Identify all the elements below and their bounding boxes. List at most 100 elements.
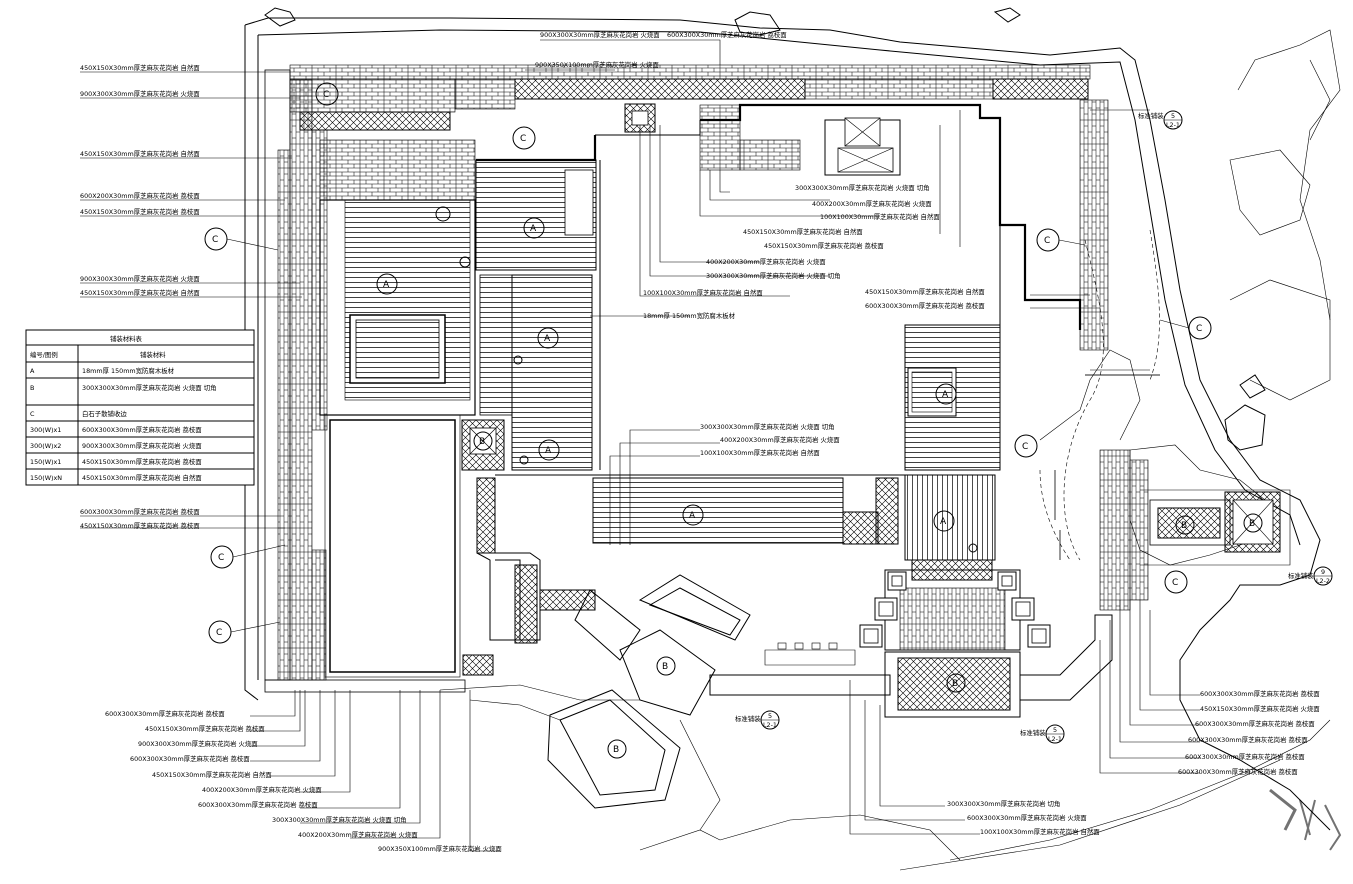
callout-label: 900X300X30mm厚芝麻灰花岗岩 火烧面: [80, 274, 200, 283]
legend-code: 150(W)x1: [30, 458, 61, 466]
callout-label: 450X150X30mm厚芝麻灰花岗岩 自然面: [80, 63, 200, 72]
legend-header: 编号/图例: [30, 350, 58, 359]
svg-text:9: 9: [1321, 568, 1325, 576]
legend-code: 300(W)x2: [30, 442, 61, 450]
svg-text:A: A: [530, 224, 537, 234]
callout-label: 600X300X30mm厚芝麻灰花岗岩 荔枝面: [667, 30, 787, 39]
marker-a: A: [537, 327, 559, 349]
marker-c: C: [1188, 316, 1212, 340]
callout-label: 450X150X30mm厚芝麻灰花岗岩 荔枝面: [80, 521, 200, 530]
marker-b: B: [656, 656, 676, 676]
callout-label: 900X350X100mm厚芝麻灰花岗岩 火烧面: [378, 844, 502, 853]
callout-label: 900X300X30mm厚芝麻灰花岗岩 火烧面: [80, 89, 200, 98]
callout-label: 100X100X30mm厚芝麻灰花岗岩 自然面: [700, 448, 820, 457]
watermark-mark: [1269, 788, 1342, 851]
detail-tag: 标准铺装 5 L2-1: [1138, 110, 1183, 130]
svg-text:A: A: [689, 511, 696, 521]
legend-code: A: [30, 367, 35, 375]
callout-label: 600X300X30mm厚芝麻灰花岗岩 荔枝面: [198, 800, 318, 809]
marker-c: C: [208, 620, 232, 644]
callout-label: 600X300X30mm厚芝麻灰花岗岩 荔枝面: [1188, 735, 1308, 744]
callout-label: 400X200X30mm厚芝麻灰花岗岩 火烧面: [298, 830, 418, 839]
marker-b: B: [1175, 515, 1195, 535]
callout-label: 400X200X30mm厚芝麻灰花岗岩 火烧面: [202, 785, 322, 794]
legend-code: C: [30, 410, 35, 418]
legend-material: 18mm厚 150mm宽防腐木板材: [82, 366, 175, 375]
svg-text:A: A: [940, 517, 947, 527]
legend-material: 600X300X30mm厚芝麻灰花岗岩 荔枝面: [82, 425, 202, 434]
marker-a: A: [523, 217, 545, 239]
south-pavilions: [439, 574, 751, 831]
callout-label: 600X200X30mm厚芝麻灰花岗岩 荔枝面: [80, 191, 200, 200]
north-paving-band: [289, 64, 1091, 133]
marker-c: C: [1014, 434, 1038, 458]
callout-label: 400X200X30mm厚芝麻灰花岗岩 火烧面: [812, 199, 932, 208]
central-deck: [461, 159, 597, 471]
svg-text:B: B: [1181, 521, 1187, 531]
marker-c: C: [315, 82, 339, 106]
callout-label: 600X300X30mm厚芝麻灰花岗岩 荔枝面: [130, 754, 250, 763]
callout-label: 300X300X30mm厚芝麻灰花岗岩 切角: [947, 799, 1060, 808]
svg-text:标准铺装: 标准铺装: [735, 714, 761, 723]
marker-b: B: [607, 739, 627, 759]
callout-label: 450X150X30mm厚芝麻灰花岗岩 荔枝面: [764, 241, 884, 250]
svg-text:A: A: [383, 280, 390, 290]
marker-c: C: [1036, 228, 1060, 252]
svg-text:L2-2: L2-2: [1316, 577, 1330, 585]
svg-text:标准铺装: 标准铺装: [1288, 571, 1314, 580]
dashed-lines: [1039, 229, 1160, 561]
east-path: [1019, 99, 1291, 701]
legend-material: 900X300X30mm厚芝麻灰花岗岩 火烧面: [82, 441, 202, 450]
svg-text:C: C: [1022, 442, 1028, 452]
c-markers: C C C C C C C C C: [204, 82, 1212, 644]
svg-text:B: B: [662, 662, 668, 672]
marker-b: B: [473, 431, 493, 451]
callout-label: 450X150X30mm厚芝麻灰花岗岩 自然面: [743, 227, 863, 236]
svg-text:B: B: [1249, 519, 1255, 529]
marker-a: A: [682, 504, 704, 526]
svg-text:C: C: [520, 134, 526, 144]
callout-label: 450X150X30mm厚芝麻灰花岗岩 火烧面: [1200, 704, 1320, 713]
marker-c: C: [1164, 570, 1188, 594]
marker-b: B: [946, 673, 966, 693]
callout-label: 18mm厚 150mm宽防腐木板材: [643, 311, 736, 320]
callout-labels: 900X300X30mm厚芝麻灰花岗岩 火烧面 600X300X30mm厚芝麻灰…: [80, 30, 1320, 853]
svg-text:L2-1: L2-1: [1166, 121, 1180, 129]
northwest-deck: [319, 139, 476, 678]
east-deck: [592, 324, 1001, 561]
callout-label: 300X300X30mm厚芝麻灰花岗岩 火烧面 切角: [272, 815, 406, 824]
west-paving-band: [264, 69, 466, 693]
legend-table: 铺装材料表 编号/图例 铺装材料 A 18mm厚 150mm宽防腐木板材 B 3…: [25, 329, 255, 486]
callout-label: 600X300X30mm厚芝麻灰花岗岩 火烧面: [967, 813, 1087, 822]
detail-tag: 标准铺装 9 L2-2: [1288, 566, 1333, 586]
callout-label: 600X300X30mm厚芝麻灰花岗岩 荔枝面: [105, 709, 225, 718]
legend-code: 300(W)x1: [30, 426, 61, 434]
detail-tag: 标准铺装 5 L2-1: [735, 710, 780, 730]
callout-label: 300X300X30mm厚芝麻灰花岗岩 火烧面 切角: [706, 271, 840, 280]
svg-text:C: C: [216, 628, 222, 638]
callout-label: 600X300X30mm厚芝麻灰花岗岩 荔枝面: [1195, 719, 1315, 728]
svg-text:C: C: [212, 235, 218, 245]
marker-c: C: [210, 545, 234, 569]
callout-label: 100X100X30mm厚芝麻灰花岗岩 自然面: [820, 212, 940, 221]
detail-tags: 标准铺装 5 L2-1 标准铺装 9 L2-2 标准铺装 5 L2-1 标准铺装…: [735, 110, 1333, 744]
svg-text:标准铺装: 标准铺装: [1138, 111, 1164, 120]
leader-lines: [80, 39, 1200, 852]
svg-text:A: A: [545, 446, 552, 456]
callout-label: 900X300X30mm厚芝麻灰花岗岩 火烧面: [138, 739, 258, 748]
legend-material: 300X300X30mm厚芝麻灰花岗岩 火烧面 切角: [82, 383, 216, 392]
callout-label: 600X300X30mm厚芝麻灰花岗岩 荔枝面: [1178, 767, 1298, 776]
marker-a: A: [933, 510, 955, 532]
callout-label: 100X100X30mm厚芝麻灰花岗岩 自然面: [980, 827, 1100, 836]
marker-c: C: [512, 126, 536, 150]
legend-code: 150(W)xN: [30, 474, 62, 482]
callout-label: 400X200X30mm厚芝麻灰花岗岩 火烧面: [706, 257, 826, 266]
marker-c: C: [204, 227, 228, 251]
marker-a: A: [935, 383, 957, 405]
marker-a: A: [376, 273, 398, 295]
svg-text:5: 5: [768, 712, 772, 720]
callout-label: 900X300X30mm厚芝麻灰花岗岩 火烧面: [540, 30, 660, 39]
marker-a: A: [538, 439, 560, 461]
callout-label: 400X200X30mm厚芝麻灰花岗岩 火烧面: [720, 435, 840, 444]
callout-label: 100X100X30mm厚芝麻灰花岗岩 自然面: [643, 288, 763, 297]
